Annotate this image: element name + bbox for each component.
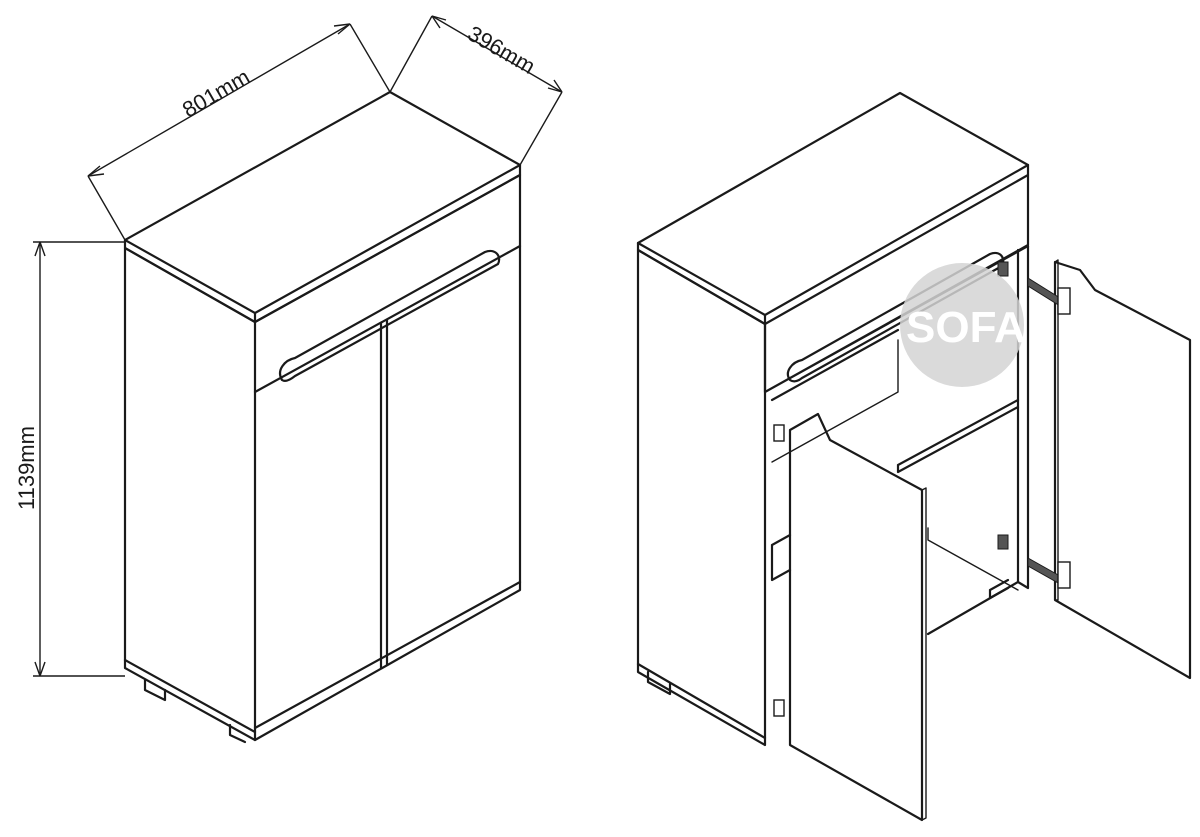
left-door-edge (789, 429, 927, 821)
open-cabinet-foot (646, 670, 672, 696)
open-drawer-handle (786, 251, 1005, 383)
interior-shelf (770, 328, 1020, 474)
left-door-open (788, 412, 924, 822)
depth-label: 396mm (464, 21, 540, 79)
cabinet-left-side (123, 246, 257, 742)
height-label: 1139mm (14, 426, 39, 510)
right-door-hinges (997, 261, 1071, 589)
cabinet-plinth (123, 580, 522, 734)
cabinet-foot-right (228, 723, 247, 744)
closed-cabinet-view: 801mm 396mm 1139mm (14, 15, 563, 744)
cabinet-foot-left (143, 678, 167, 702)
interior-back-top (771, 339, 899, 463)
open-cabinet-left-side (636, 248, 767, 747)
width-dimension: 801mm (87, 23, 391, 241)
interior-bottom (770, 533, 1010, 600)
right-door-edge (1054, 259, 1059, 601)
open-cabinet-plinth (636, 662, 767, 740)
drawer-handle-groove (278, 249, 501, 382)
sofa-watermark-logo: SOFA (900, 263, 1026, 387)
door-split-line (379, 318, 389, 670)
right-door-detached (1053, 260, 1192, 680)
height-dimension: 1139mm (14, 241, 125, 677)
width-label: 801mm (178, 64, 254, 122)
watermark-text: SOFA (906, 303, 1026, 352)
cabinet-top-lip (123, 163, 522, 324)
depth-dimension: 396mm (389, 15, 563, 166)
open-cabinet-view: SOFA (636, 91, 1192, 822)
drawer-band-bottom (253, 244, 522, 394)
left-door-hinges (773, 424, 785, 717)
